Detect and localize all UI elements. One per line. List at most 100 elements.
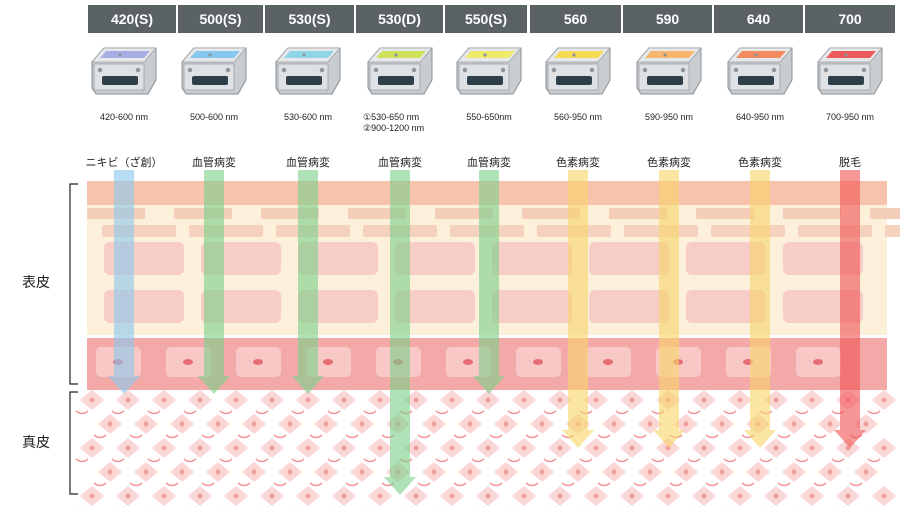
brick-cell [885, 225, 900, 237]
dermis-dot [575, 469, 581, 475]
dermis-arc [741, 482, 755, 487]
dermis-arc [129, 434, 143, 439]
dermis-dot [323, 421, 329, 427]
dermis-arc [273, 434, 287, 439]
dermis-arc [93, 482, 107, 487]
dermis-bracket [69, 391, 78, 495]
dermis-dot [269, 397, 275, 403]
dermis-dot [827, 421, 833, 427]
dermis-dot [269, 493, 275, 499]
dermis-arc [111, 458, 125, 463]
indication-label-2: 血管病変 [286, 156, 330, 169]
epidermal-cell [492, 290, 572, 323]
dermis-dot [413, 397, 419, 403]
dermis-dot [485, 493, 491, 499]
dermis-arc [633, 434, 647, 439]
dermis-arc [93, 434, 107, 439]
dermis-arc [723, 410, 737, 415]
dermis-label: 真皮 [22, 435, 50, 451]
dermis-dot [503, 469, 509, 475]
dermis-dot [755, 469, 761, 475]
dermis-dot [143, 421, 149, 427]
dermis-arc [867, 410, 881, 415]
dermis-dot [107, 469, 113, 475]
dermis-arc [579, 458, 593, 463]
dermis-arc [543, 458, 557, 463]
wavelength-range-2: 530-600 nm [263, 112, 353, 123]
dermis-arc [849, 482, 863, 487]
range-line: ①530-650 nm [363, 112, 420, 122]
dermis-dot [449, 445, 455, 451]
dermis-arc [453, 434, 467, 439]
wavelength-range-5: 560-950 nm [533, 112, 623, 123]
dermis-dot [593, 493, 599, 499]
dermis-arc [147, 458, 161, 463]
dermis-dot [737, 397, 743, 403]
dermis-dot [593, 445, 599, 451]
brick-cell [696, 208, 754, 219]
wavelength-range-1: 500-600 nm [169, 112, 259, 123]
dermis-dot [197, 493, 203, 499]
dermis-dot [125, 397, 131, 403]
dermis-dot [467, 421, 473, 427]
dermis-dot [521, 493, 527, 499]
dermis-dot [503, 421, 509, 427]
dermis-arc [615, 410, 629, 415]
indication-label-3: 血管病変 [378, 156, 422, 169]
range-line: 700-950 nm [825, 112, 875, 122]
dermis-dot [611, 421, 617, 427]
dermis-arc [813, 482, 827, 487]
dermis-dot [719, 421, 725, 427]
dermis-dot [881, 445, 887, 451]
indication-label-1: 血管病変 [192, 156, 236, 169]
dermis-dot [179, 469, 185, 475]
dermis-arc [201, 434, 215, 439]
penetration-arrow-2 [292, 170, 324, 394]
epidermis-label: 表皮 [22, 275, 50, 291]
range-line: 550-650nm [466, 112, 512, 122]
dermis-arc [759, 458, 773, 463]
wavelength-range-6: 590-950 nm [624, 112, 714, 123]
dermis-dot [449, 397, 455, 403]
dermis-arc [705, 482, 719, 487]
filter-image-2 [275, 47, 341, 95]
dermis-dot [143, 469, 149, 475]
dermis-dot [485, 445, 491, 451]
dermis-dot [557, 493, 563, 499]
dermis-arc [165, 482, 179, 487]
dermis-dot [881, 397, 887, 403]
dermis-arc [471, 458, 485, 463]
dermis-dot [323, 469, 329, 475]
dermis-arc [165, 434, 179, 439]
dermis-arc [219, 458, 233, 463]
epidermal-cell [395, 242, 475, 275]
penetration-arrow-0 [108, 170, 140, 394]
dermis-dot [629, 397, 635, 403]
dermis-dot [773, 493, 779, 499]
dermis-dot [413, 493, 419, 499]
penetration-arrow-6 [653, 170, 685, 448]
wavelength-header-6: 590 [623, 5, 712, 33]
indication-label-7: 色素病変 [738, 156, 782, 169]
wavelength-header-0: 420(S) [88, 5, 176, 33]
dermis-dot [107, 421, 113, 427]
dermis-dot [341, 493, 347, 499]
basal-nucleus [183, 359, 193, 365]
epidermal-cell [589, 290, 669, 323]
range-line: 560-950 nm [553, 112, 603, 122]
brick-cell [435, 208, 493, 219]
dermis-arc [615, 458, 629, 463]
range-line: 500-600 nm [189, 112, 239, 122]
wavelength-range-0: 420-600 nm [79, 112, 169, 123]
dermis-arc [489, 434, 503, 439]
wavelength-header-7: 640 [714, 5, 803, 33]
brick-cell [798, 225, 872, 237]
dermis-arc [291, 458, 305, 463]
dermis-arc [561, 482, 575, 487]
dermis-arc [705, 434, 719, 439]
dermis-dot [845, 493, 851, 499]
dermis-arc [543, 410, 557, 415]
dermis-arc [633, 482, 647, 487]
dermis-dot [359, 469, 365, 475]
penetration-arrow-3 [384, 170, 416, 495]
